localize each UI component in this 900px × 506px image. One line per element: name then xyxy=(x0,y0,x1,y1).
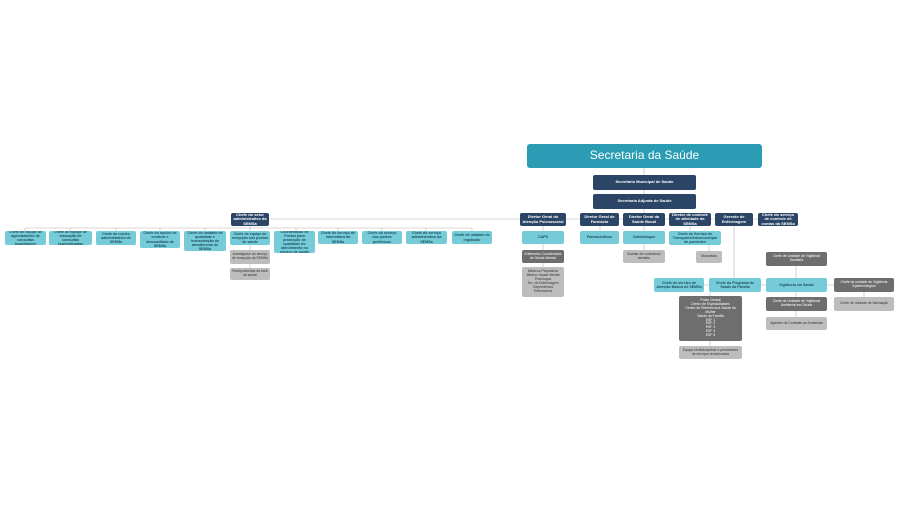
admin-child-node[interactable]: Chefe do serviço de informática da SEMSa xyxy=(318,231,358,244)
admin-sub-node[interactable]: Recepcionistas da área da saúde xyxy=(230,268,270,280)
auxiliar-dentario-node[interactable]: Auxiliar de consultório dentário xyxy=(623,250,665,263)
vigilancia-ambiental-node[interactable]: Chefe de Unidade de Vigilância Ambiental… xyxy=(766,297,827,311)
secretario-node[interactable]: Secretário Municipal de Saúde xyxy=(593,175,696,190)
agentes-endemias-node[interactable]: Agentes de Combate às Endemias xyxy=(766,317,827,330)
director-node[interactable]: Chefe do serviço de controle de contas d… xyxy=(758,213,798,226)
caps-staff-node[interactable]: Médicos Psiquiatras Médico Saúde Mental … xyxy=(522,267,564,297)
vacinacao-node[interactable]: Chefe de unidade de Vacinação xyxy=(834,297,894,311)
admin-child-node[interactable]: Chefe de unidade de qualidade e humaniza… xyxy=(184,231,226,251)
unidades-node[interactable]: Posto Central Centro de Especialidades C… xyxy=(679,296,742,341)
director-node[interactable]: Diretor Geral do Atenção Psicossocial xyxy=(520,213,566,226)
vigilancia-epidemiologica-node[interactable]: Chefe da unidade de Vigilância Epidemiol… xyxy=(834,278,894,292)
admin-child-node[interactable]: Chefe do núcleo administrativo de SEMSa xyxy=(96,231,136,245)
admin-child-node[interactable]: Chefe de equipe de recepção nos postos d… xyxy=(230,231,270,245)
farmaceuticos-node[interactable]: Farmacêuticos xyxy=(580,231,619,244)
admin-child-node[interactable]: Coordenação de Postos para promoção de q… xyxy=(274,231,315,253)
director-node[interactable]: Diretor Geral da Saúde Bucal xyxy=(623,213,665,226)
admin-child-node[interactable]: Chefe de unidade de regulação xyxy=(452,231,492,244)
admin-child-node[interactable]: Chefe do serviço administrativo da SEMSa xyxy=(406,231,447,244)
motoristas-node[interactable]: Motoristas xyxy=(696,251,722,263)
atencao-basica-node[interactable]: Chefe do serviço de Atenção Básica de SE… xyxy=(654,278,704,292)
adjunto-node[interactable]: Secretaria Adjunta de Saúde xyxy=(593,194,696,209)
transporte-node[interactable]: Chefe do Serviço de Transporte/intermuni… xyxy=(669,231,721,245)
psf-node[interactable]: Chefe do Programa de Saúde da Família xyxy=(709,278,761,292)
admin-node[interactable]: Chefe do setor administrativo da SEMSa xyxy=(231,213,269,226)
admin-child-node[interactable]: Chefe do núcleo de controle e almoxarifa… xyxy=(140,231,180,248)
vigilancia-sanitaria-node[interactable]: Chefe de Unidade de Vigilância Sanitária xyxy=(766,252,827,266)
caps-node[interactable]: CAPS xyxy=(522,231,564,244)
root-node[interactable]: Secretaria da Saúde xyxy=(527,144,762,168)
equipe-multidisciplinar-node[interactable]: Equipe Multidisciplinar e prestadores de… xyxy=(679,346,742,359)
admin-child-node[interactable]: Chefe de equipe de marcação de consultas… xyxy=(49,231,92,245)
admin-sub-node[interactable]: Investigador do serviço de recepção da S… xyxy=(230,250,270,264)
director-node[interactable]: Gerente de Enfermagem xyxy=(715,213,753,226)
director-node[interactable]: Diretor de controle de atividade da SEMS… xyxy=(669,213,711,226)
admin-child-node[interactable]: Chefe de equipe de agendamento de consul… xyxy=(5,231,46,245)
admin-child-node[interactable]: Chefe do serviço dos postos periféricos xyxy=(362,231,402,244)
director-node[interactable]: Diretor Geral de Farmácia xyxy=(580,213,619,226)
vigilancia-node[interactable]: Vigilância em Saúde xyxy=(766,278,827,292)
caps-coordinator-node[interactable]: Enfermeiro Coordenador de Saúde Mental xyxy=(522,250,564,263)
odontologos-node[interactable]: Odontólogos xyxy=(623,231,665,244)
